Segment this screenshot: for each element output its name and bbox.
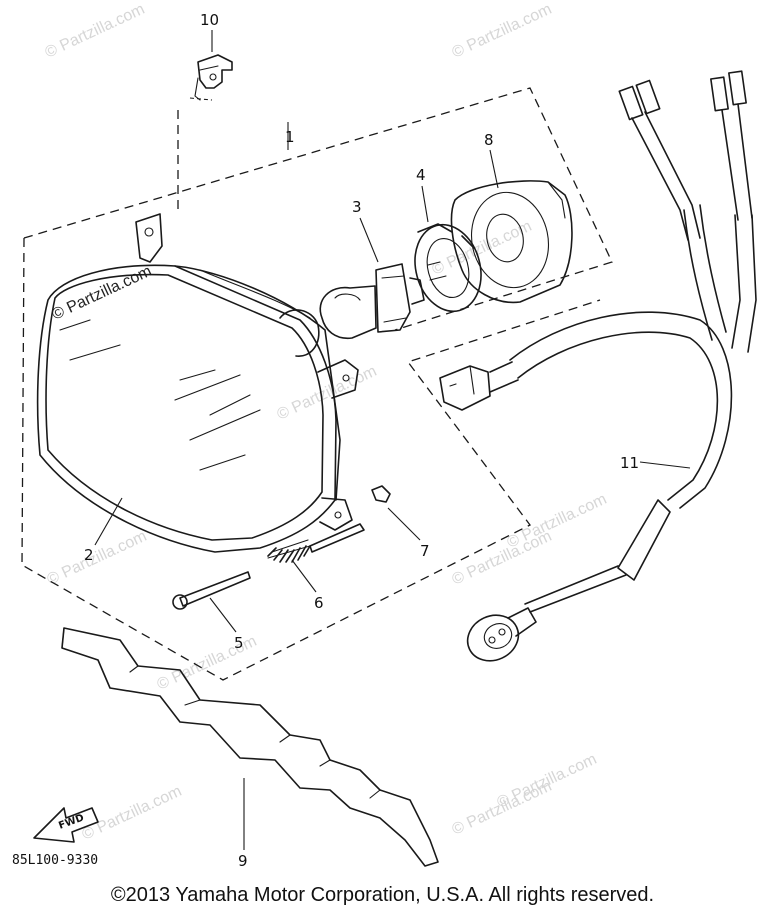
callout-bracket: 10: [200, 11, 219, 29]
svg-text:© Partzilla.com: © Partzilla.com: [50, 263, 155, 324]
watermark: © Partzilla.com: [450, 1, 555, 62]
watermark: © Partzilla.com: [43, 1, 148, 62]
watermark: © Partzilla.com: [495, 751, 600, 812]
spring-part: [267, 523, 365, 593]
callout-cover: 8: [484, 131, 494, 149]
callout-screw: 5: [234, 634, 244, 652]
callout-labels: 1 2 3 4 5 6 7 8 9 10 11: [84, 11, 639, 870]
screw-part: [172, 571, 251, 633]
wiring-harness: [439, 70, 757, 662]
assembly-boundary: [21, 87, 613, 681]
watermark: © Partzilla.com: [155, 633, 260, 694]
callout-harness: 11: [620, 454, 639, 472]
callout-stay: 9: [238, 852, 248, 870]
headlight-lens-unit: [36, 213, 359, 553]
callout-socket: 4: [416, 166, 426, 184]
stay-part: [61, 627, 439, 867]
watermark-layer: © Partzilla.com © Partzilla.com © Partzi…: [43, 1, 610, 844]
bracket-part: [194, 30, 233, 101]
bulb-part: [319, 217, 425, 340]
callout-spring: 6: [314, 594, 324, 612]
callout-assembly: 1: [285, 128, 295, 146]
watermark-dark: © Partzilla.com: [50, 263, 155, 324]
watermark: © Partzilla.com: [505, 491, 610, 552]
nut-part: [371, 485, 421, 541]
part-code: 85L100-9330: [12, 853, 98, 868]
watermark: © Partzilla.com: [45, 528, 150, 589]
cover-part: [450, 149, 573, 304]
watermark: © Partzilla.com: [275, 363, 380, 424]
callout-lens-unit: 2: [84, 546, 94, 564]
watermark: © Partzilla.com: [80, 783, 185, 844]
callout-nut: 7: [420, 542, 430, 560]
copyright-notice: ©2013 Yamaha Motor Corporation, U.S.A. A…: [110, 884, 655, 906]
callout-bulb: 3: [352, 198, 362, 216]
